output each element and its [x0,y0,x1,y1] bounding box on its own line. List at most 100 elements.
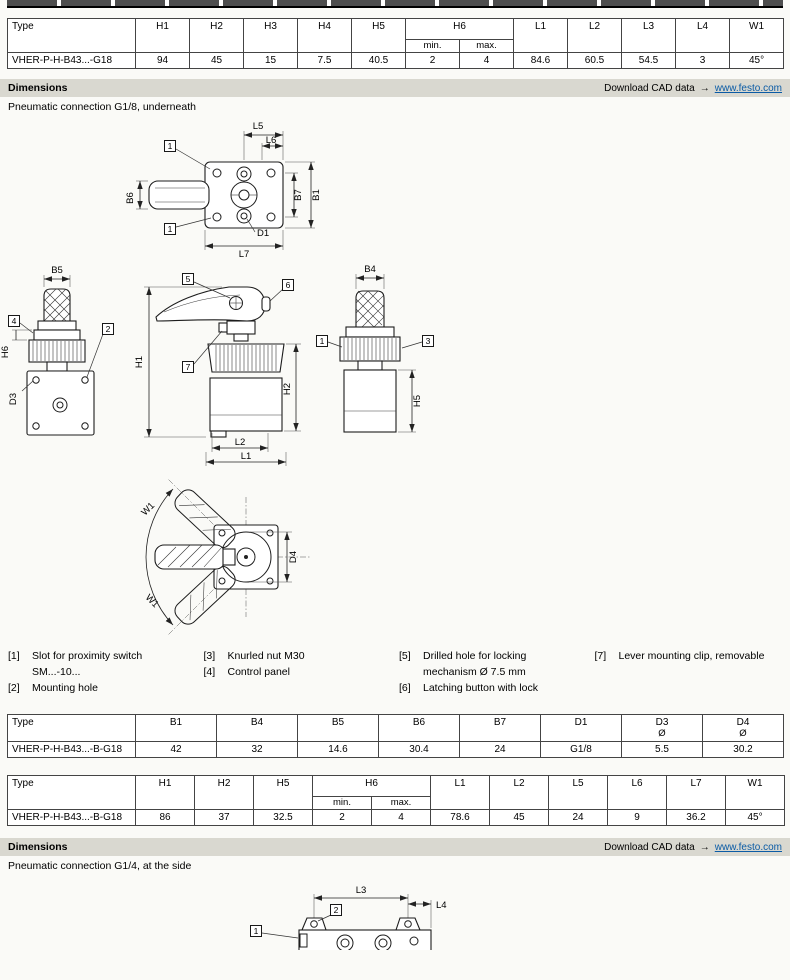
col-header-b1: B1 [135,714,217,742]
col-header-b7: B7 [459,714,541,742]
table-row: VHER-P-H-B43...-B-G18 86 37 32.5 2 4 78.… [7,809,786,826]
dim-label-d1: D1 [257,228,269,239]
table-cell: 5.5 [621,741,703,758]
dim-label-h5: H5 [412,395,423,407]
svg-text:4: 4 [12,316,17,326]
table-cell: 24 [459,741,541,758]
dim-label-l3: L3 [356,885,367,896]
table-cell: 45° [729,52,785,69]
dim-label-d3: D3 [8,393,19,405]
col-header-h5: H5 [351,18,406,53]
table-cell: 15 [243,52,298,69]
section-header-dimensions-1: Dimensions Download CAD data → www.festo… [0,79,790,97]
lever-swivel-position-down [174,489,236,549]
cutoff-table-row [7,0,783,8]
svg-text:1: 1 [320,336,325,346]
legend-item-4: [4] Control panel [203,666,290,678]
col-header-l7: L7 [666,775,727,810]
col-header-h3: H3 [243,18,298,53]
svg-text:6: 6 [286,280,291,290]
legend-item-2: [2] Mounting hole [8,682,98,694]
svg-text:2: 2 [334,905,339,915]
proximity-switch-slot [299,933,308,948]
table-cell: 36.2 [666,809,727,826]
lever-grip-outline [43,288,71,322]
dim-label-h1: H1 [134,356,145,368]
callout-7: 7 [182,330,223,373]
svg-text:5: 5 [186,274,191,284]
lever-swivel-position-up [174,565,236,625]
dim-label-l6: L6 [266,135,277,146]
col-header-h1: H1 [135,18,190,53]
festo-link[interactable]: www.festo.com [714,82,782,94]
col-header-l3: L3 [621,18,677,53]
dim-label-b6: B6 [125,192,136,204]
col-header-l5: L5 [548,775,609,810]
col-header-h4: H4 [297,18,352,53]
table-dimensions-g18: Type H1 H2 H3 H4 H5 H6 L1 L2 L3 L4 W1 mi… [7,18,785,69]
drawing-front-view-right: B4 H5 1 3 [316,264,434,433]
table-cell: G1/8 [540,741,622,758]
col-header-h2: H2 [194,775,254,810]
dim-label-d4: D4 [288,551,299,563]
cad-label: Download CAD data [604,82,695,94]
col-header-l6: L6 [607,775,668,810]
cad-download: Download CAD data → www.festo.com [604,842,782,853]
callout-6: 6 [269,279,294,302]
col-header-w1: W1 [729,18,785,53]
table-cell: 45 [189,52,244,69]
hand-lever-outline [155,286,266,322]
legend-item-6: [6] Latching button with lock [399,682,538,694]
col-subheader-min: min. [312,796,372,810]
arrow-right-icon: → [699,82,710,94]
table-dimensions-b-g18-heights: Type H1 H2 H5 H6 L1 L2 L5 L6 L7 W1 min. … [7,775,786,826]
col-subheader-max: max. [458,39,515,53]
col-header-b4: B4 [216,714,298,742]
table-cell: 2 [405,52,460,69]
table-cell: 40.5 [351,52,406,69]
table-cell: 32.5 [253,809,313,826]
callout-3: 3 [401,335,434,349]
col-header-h6: H6 [311,775,432,797]
table-cell: 9 [607,809,668,826]
callout-1: 1 [164,217,212,235]
table-cell: 30.2 [702,741,784,758]
valve-body-front-outline [26,370,95,436]
valve-body-front-outline [343,369,397,433]
svg-text:1: 1 [168,224,173,234]
col-header-type: Type [7,775,136,810]
dim-label-b5: B5 [51,265,63,276]
festo-link[interactable]: www.festo.com [714,841,782,853]
dim-label-l7: L7 [239,249,250,260]
table-row: VHER-P-H-B43...-G18 94 45 15 7.5 40.5 2 … [7,52,785,69]
table-row: VHER-P-H-B43...-B-G18 42 32 14.6 30.4 24… [7,741,784,758]
col-header-type: Type [7,18,136,53]
callout-4: 4 [8,315,34,334]
table-cell: 94 [135,52,190,69]
legend-column: [3] Knurled nut M30 [4] Control panel [204,648,400,696]
section-title: Dimensions [8,841,68,853]
table-cell: 30.4 [378,741,460,758]
cad-download: Download CAD data → www.festo.com [604,83,782,94]
lever-top-outline [148,180,210,210]
dim-label-l5: L5 [253,121,264,132]
table-cell: 42 [135,741,217,758]
table-cell: 24 [548,809,609,826]
dim-label-b1: B1 [311,189,322,201]
legend-item-7: [7] Lever mounting clip, removable [594,650,765,662]
table-cell: 78.6 [430,809,491,826]
col-header-l1: L1 [430,775,491,810]
cad-label: Download CAD data [604,841,695,853]
dim-label-l2: L2 [235,437,246,448]
drawing-top-view: L5 L6 B6 B7 B1 D1 L7 [125,121,322,260]
cell-type: VHER-P-H-B43...-B-G18 [7,809,136,826]
svg-text:1: 1 [254,926,259,936]
drawing-subtitle-g14: Pneumatic connection G1/4, at the side [8,860,192,872]
svg-text:1: 1 [168,141,173,151]
